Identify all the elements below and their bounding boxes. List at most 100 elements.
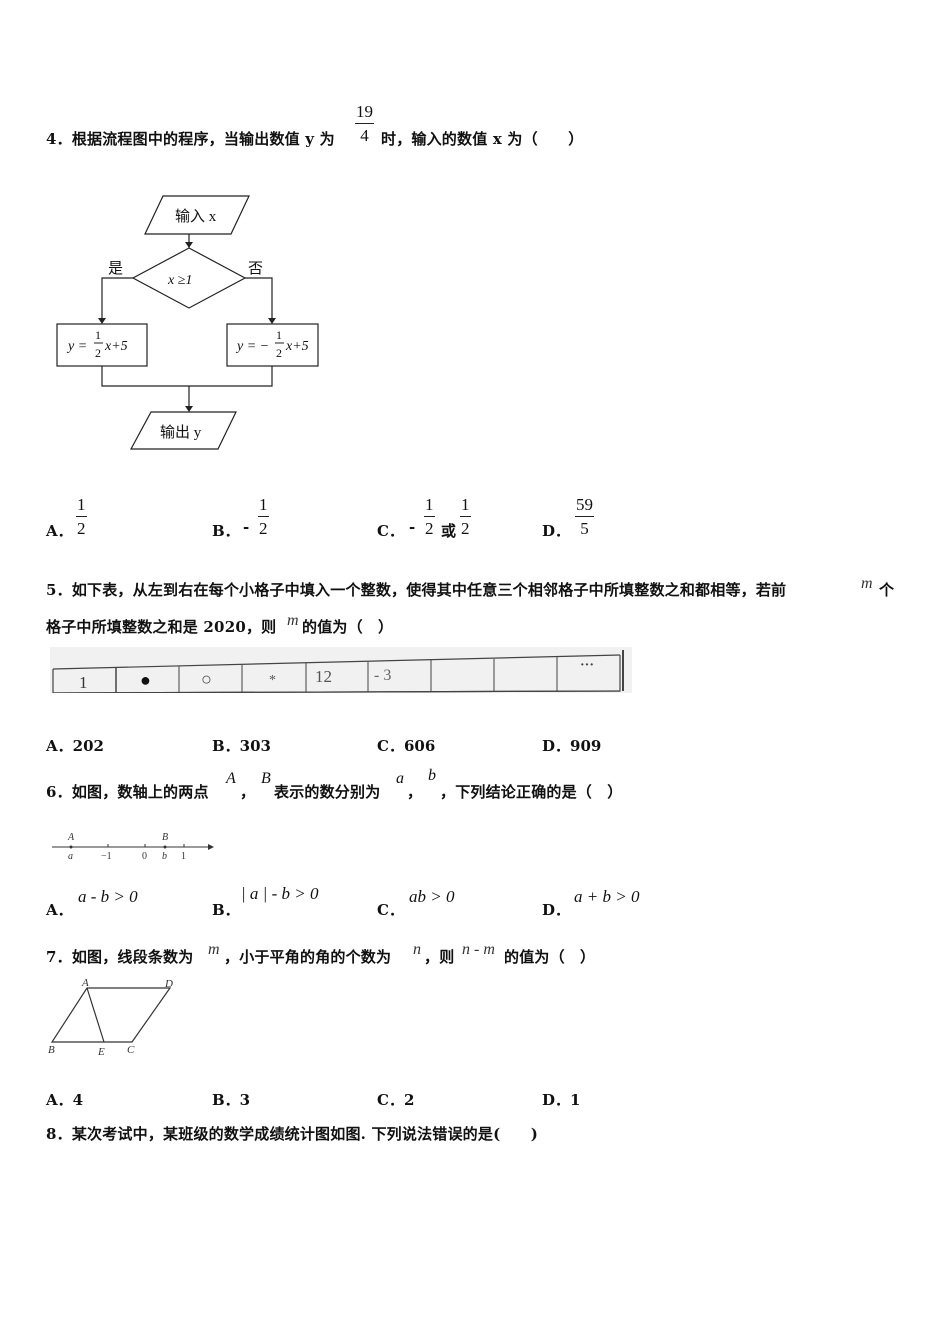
fraction-bar — [76, 516, 87, 517]
q5-cell-3: ○ — [201, 669, 212, 689]
flow-right-coef-den: 2 — [276, 346, 282, 360]
frac-den: 2 — [425, 519, 434, 538]
axis-label-B: B — [162, 832, 168, 843]
axis-label-a: a — [68, 851, 73, 862]
frac-num: 1 — [259, 495, 268, 514]
fraction-bar — [575, 516, 594, 517]
q5-cell-5: 12 — [315, 667, 332, 686]
axis-label-zero: 0 — [142, 851, 147, 862]
flow-input-text: 输入 x — [175, 208, 217, 225]
frac-den: 2 — [259, 519, 268, 538]
q4-option-a-label: A． — [46, 522, 73, 540]
q4-flowchart: 输入 x x ≥1 是 否 y = 1 2 x+5 y = − 1 2 x+5 … — [56, 195, 319, 450]
q7-figure: A D B E C — [48, 977, 173, 1058]
q4-frac-19-4: 19 4 — [355, 103, 374, 144]
fig-label-A: A — [81, 977, 89, 989]
q5-cell-2: ● — [140, 670, 151, 690]
fraction-bar — [258, 516, 269, 517]
q6-var-A: A — [226, 770, 236, 787]
q4-option-a-frac: 1 2 — [76, 496, 87, 537]
fig-label-E: E — [97, 1046, 105, 1058]
q5-line1-suffix: 个 — [879, 581, 895, 599]
flow-left-eq-b: x+5 — [104, 339, 128, 354]
q7-option-a: A．4 — [46, 1091, 84, 1109]
flow-right-eq-b: x+5 — [285, 339, 309, 354]
q6-option-c-label: C． — [377, 901, 404, 919]
frac-num: 1 — [77, 495, 86, 514]
fraction-bar — [460, 516, 471, 517]
arrowhead — [185, 242, 193, 248]
q4-option-b-label: B． — [212, 522, 240, 540]
flow-yes-line — [101, 277, 133, 320]
frac-num: 1 — [461, 495, 470, 514]
q4-frac-den: 4 — [360, 126, 369, 145]
flow-merge-line — [101, 366, 273, 387]
flow-output-shape — [129, 411, 237, 450]
q5-line2-text: 格子中所填整数之和是 2020，则 — [46, 618, 277, 636]
q6-number-line: A B a −1 0 b 1 — [52, 832, 214, 862]
arrowhead — [208, 844, 214, 850]
arrowhead — [185, 406, 193, 412]
q5-stem-line1: 5．如下表，从左到右在每个小格子中填入一个整数，使得其中任意三个相邻格子中所填整… — [46, 579, 786, 600]
q8-stem: 8．某次考试中，某班级的数学成绩统计图如图. 下列说法错误的是( ) — [46, 1125, 539, 1143]
q6-var-a: a — [396, 770, 404, 787]
q7-option-d: D．1 — [542, 1091, 581, 1109]
q6-option-d-label: D． — [542, 901, 571, 919]
arrowhead — [268, 318, 276, 324]
flow-left-coef-den: 2 — [95, 346, 101, 360]
q7-stem-part2: ，小于平角的角的个数为 — [224, 948, 392, 966]
flow-decision-shape — [131, 247, 247, 309]
q5-cell-6: - 3 — [374, 667, 391, 684]
flow-left-coef-num: 1 — [95, 328, 101, 342]
q7-stem-part4: 的值为（ ） — [504, 948, 596, 966]
q6-stem-part1: 6．如图，数轴上的两点 — [46, 783, 209, 801]
q6-option-d-expr: a + b > 0 — [574, 887, 640, 906]
q6-comma-2: ， — [407, 783, 423, 801]
fraction-bar — [355, 123, 374, 124]
q4-suffix: 时，输入的数值 x 为（ ） — [381, 130, 584, 148]
q4-option-c-sign: - — [409, 518, 416, 536]
q7-var-n: n — [413, 941, 421, 958]
q6-stem-part3: ，下列结论正确的是（ ） — [440, 783, 623, 801]
axis-label-A: A — [67, 832, 75, 843]
q4-option-c-or: 或 — [441, 522, 457, 540]
q5-var-m: m — [861, 575, 873, 592]
q6-comma-1: ， — [240, 783, 256, 801]
point-a — [69, 845, 73, 849]
table-outline — [52, 655, 621, 693]
fig-label-C: C — [127, 1044, 135, 1056]
q5-line2-suffix: 的值为（ ） — [302, 618, 394, 636]
table-bottom-line — [52, 690, 621, 693]
q5-line1-text: 5．如下表，从左到右在每个小格子中填入一个整数，使得其中任意三个相邻格子中所填整… — [46, 581, 787, 599]
fraction-bar — [424, 516, 435, 517]
flow-no-label: 否 — [248, 261, 263, 277]
q7-stem-part3: ，则 — [424, 948, 455, 966]
q4-stem: 4．根据流程图中的程序，当输出数值 y 为 — [46, 128, 335, 149]
q5-cell-4: * — [269, 673, 276, 688]
segment-ae — [86, 987, 105, 1043]
q4-option-b-frac: 1 2 — [258, 496, 269, 537]
axis-label-one: 1 — [181, 851, 186, 862]
q5-cell-9: ··· — [580, 658, 594, 673]
q7-expr: n - m — [462, 941, 495, 958]
q6-option-b-expr: | a | - b > 0 — [241, 884, 319, 903]
q6-option-a-expr: a - b > 0 — [78, 887, 138, 906]
q6-var-b: b — [428, 767, 436, 784]
q5-option-c: C．606 — [377, 737, 436, 755]
parallelogram-abcd — [50, 987, 172, 1043]
q4-frac-num: 19 — [356, 102, 373, 121]
axis-label-neg1: −1 — [101, 851, 112, 862]
q4-option-d-label: D． — [542, 522, 571, 540]
frac-num: 1 — [425, 495, 434, 514]
frac-num: 59 — [576, 495, 593, 514]
q7-stem-part1: 7．如图，线段条数为 — [46, 948, 194, 966]
fig-label-B: B — [48, 1044, 55, 1056]
flow-no-line — [245, 277, 273, 320]
q5-table: 1 ● ○ * 12 - 3 ··· — [52, 650, 624, 693]
q7-var-m: m — [208, 941, 220, 958]
q4-prefix: 4．根据流程图中的程序，当输出数值 y 为 — [46, 130, 335, 148]
q4-option-c-label: C． — [377, 522, 404, 540]
q6-stem-part2: 表示的数分别为 — [274, 783, 381, 801]
flow-right-eq-a: y = − — [235, 339, 269, 354]
flow-output-text: 输出 y — [160, 424, 202, 441]
